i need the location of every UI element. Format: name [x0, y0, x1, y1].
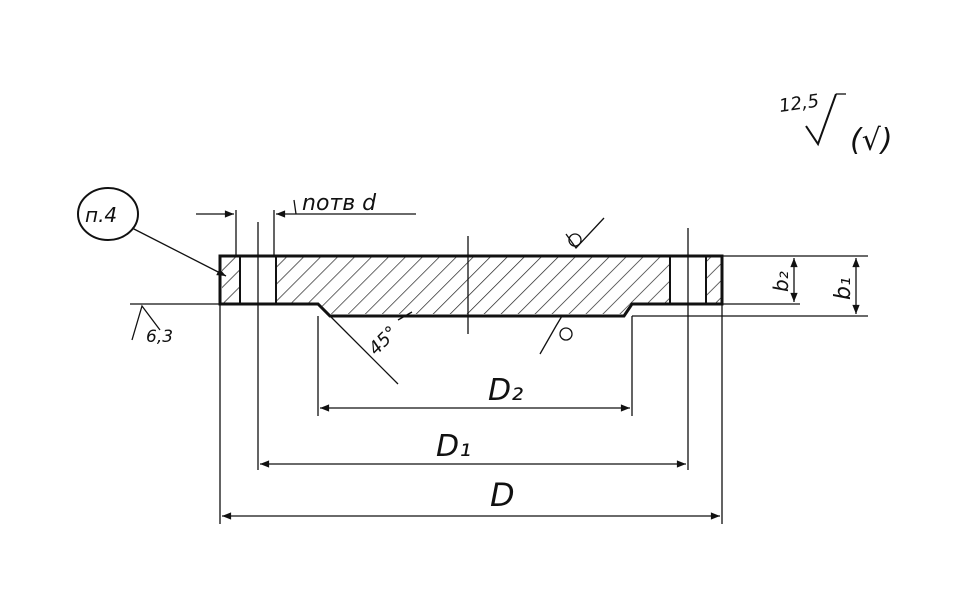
extension-lines [130, 210, 868, 524]
note-ref-label: п.4 [85, 203, 117, 227]
rough-general-value: 12,5 [778, 91, 821, 117]
dim-D2-label: D₂ [488, 373, 523, 408]
dim-D-label: D [490, 476, 515, 514]
hatch-left-rim [222, 256, 240, 304]
chamfer-leader-line [321, 307, 399, 385]
rough-face-label: 6,3 [146, 327, 173, 347]
roughness-general-icon [805, 93, 837, 147]
dim-D1-label: D₁ [436, 429, 471, 464]
roughness-left-face-icon [131, 304, 161, 341]
note-leader-line [131, 227, 227, 277]
roughness-top-face-icon [565, 217, 605, 250]
hatch-right-rim [706, 256, 722, 304]
dim-b2-label: b₂ [769, 271, 793, 292]
note-bubble [77, 187, 139, 241]
rough-general-paren: (√) [850, 123, 893, 158]
chamfer-leader [321, 307, 413, 385]
holes-label: nотв d [302, 191, 377, 216]
chamfer-label: 45° [365, 322, 402, 359]
dim-b1-label: b₁ [831, 277, 856, 300]
hatch-body [276, 256, 670, 314]
flange-section [218, 222, 724, 470]
note-leader [77, 187, 227, 277]
labels: п.4 nотв d 12,5 (√) 6,3 45° D₂ D₁ D b₂ b… [85, 91, 893, 514]
roughness-bottom-face-icon [539, 315, 563, 355]
roughness-symbols [131, 93, 846, 355]
dimension-lines [196, 199, 860, 520]
flange-outline [218, 254, 724, 318]
